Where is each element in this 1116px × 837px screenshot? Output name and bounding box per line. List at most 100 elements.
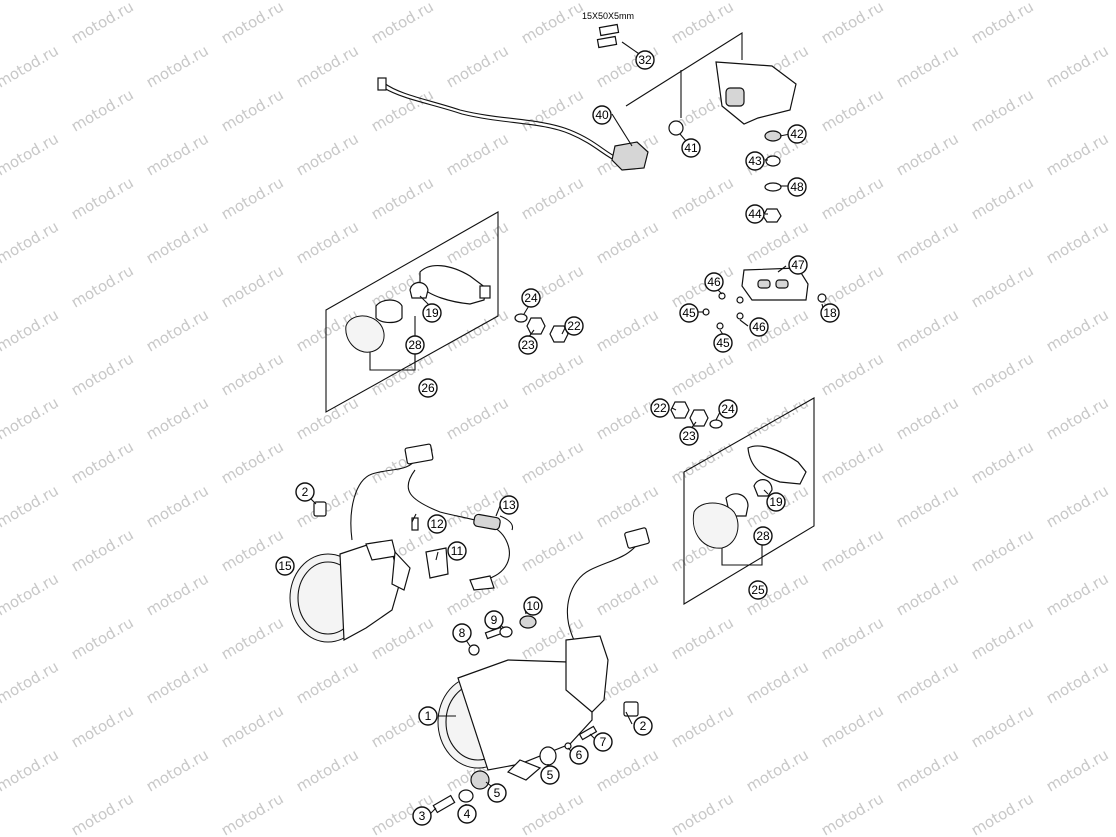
watermark-text: motod.ru <box>0 393 62 443</box>
svg-text:40: 40 <box>595 108 609 122</box>
watermark-text: motod.ru <box>143 393 212 443</box>
svg-text:28: 28 <box>408 338 422 352</box>
watermark-text: motod.ru <box>143 657 212 707</box>
watermark-text: motod.ru <box>143 745 212 795</box>
callout-5-a: 5 <box>540 765 560 785</box>
harness-group: 15X50X5mm <box>377 11 797 223</box>
watermark-text: motod.ru <box>968 173 1037 223</box>
svg-text:23: 23 <box>682 429 696 443</box>
watermark-text: motod.ru <box>1043 393 1112 443</box>
watermark-text: motod.ru <box>893 0 962 3</box>
watermark-text: motod.ru <box>593 217 662 267</box>
callout-40: 40 <box>592 105 612 125</box>
watermark-text: motod.ru <box>368 613 437 663</box>
watermark-text: motod.ru <box>893 393 962 443</box>
callout-12: 12 <box>427 514 447 534</box>
watermark-text: motod.ru <box>293 41 362 91</box>
watermark-text: motod.ru <box>893 657 962 707</box>
watermark-text: motod.ru <box>968 789 1037 837</box>
watermark-text: motod.ru <box>68 437 137 487</box>
turn-signal-right-group <box>670 397 815 605</box>
watermark-text: motod.ru <box>218 85 287 135</box>
svg-text:42: 42 <box>790 127 804 141</box>
dimension-label: 15X50X5mm <box>582 11 634 21</box>
callout-5-b: 5 <box>487 783 507 803</box>
watermark-text: motod.ru <box>293 657 362 707</box>
callout-2-b: 2 <box>633 716 653 736</box>
watermark-text: motod.ru <box>0 41 62 91</box>
watermark-text: motod.ru <box>0 305 62 355</box>
watermark-text: motod.ru <box>1043 481 1112 531</box>
callout-10: 10 <box>523 596 543 616</box>
watermark-text: motod.ru <box>218 613 287 663</box>
watermark-text: motod.ru <box>893 129 962 179</box>
callout-42: 42 <box>787 124 807 144</box>
watermark-text: motod.ru <box>593 481 662 531</box>
watermark-text: motod.ru <box>743 0 812 3</box>
svg-text:2: 2 <box>640 719 647 733</box>
adhesive-pad <box>596 35 618 49</box>
watermark-text: motod.ru <box>143 0 212 3</box>
watermark-text: motod.ru <box>668 349 737 399</box>
svg-text:46: 46 <box>707 275 721 289</box>
callout-23-a: 23 <box>518 335 538 355</box>
callout-48: 48 <box>787 177 807 197</box>
watermark-text: motod.ru <box>668 261 737 311</box>
watermark-text: motod.ru <box>668 701 737 751</box>
svg-text:25: 25 <box>751 583 765 597</box>
svg-text:5: 5 <box>494 786 501 800</box>
svg-text:2: 2 <box>302 485 309 499</box>
svg-text:19: 19 <box>769 495 783 509</box>
watermark-text: motod.ru <box>818 0 887 47</box>
callout-44: 44 <box>745 204 765 224</box>
watermark-text: motod.ru <box>143 305 212 355</box>
watermark-text: motod.ru <box>218 349 287 399</box>
callout-24-a: 24 <box>521 288 541 308</box>
watermark-text: motod.ru <box>668 789 737 837</box>
watermark-text: motod.ru <box>0 569 62 619</box>
callout-25: 25 <box>748 580 768 600</box>
watermark-text: motod.ru <box>818 173 887 223</box>
watermark-text: motod.ru <box>818 525 887 575</box>
watermark-text: motod.ru <box>443 393 512 443</box>
svg-text:13: 13 <box>502 498 516 512</box>
svg-text:43: 43 <box>748 154 762 168</box>
watermark-text: motod.ru <box>818 349 887 399</box>
callout-13: 13 <box>499 495 519 515</box>
watermark-text: motod.ru <box>443 41 512 91</box>
svg-text:12: 12 <box>430 517 444 531</box>
svg-text:23: 23 <box>521 338 535 352</box>
watermark-text: motod.ru <box>68 701 137 751</box>
watermark-text: motod.ru <box>218 173 287 223</box>
watermark-text: motod.ru <box>0 0 62 3</box>
watermark-text: motod.ru <box>368 0 437 47</box>
main-headlight-group <box>432 527 650 814</box>
aux-lamp-left-group <box>289 443 514 643</box>
watermark-text: motod.ru <box>143 217 212 267</box>
callout-19-b: 19 <box>766 492 786 512</box>
svg-text:18: 18 <box>823 306 837 320</box>
watermark-text: motod.ru <box>293 0 362 3</box>
watermark-text: motod.ru <box>68 261 137 311</box>
watermark-text: motod.ru <box>218 701 287 751</box>
callout-45-b: 45 <box>713 333 733 353</box>
watermark-text: motod.ru <box>668 437 737 487</box>
svg-text:22: 22 <box>653 401 667 415</box>
svg-text:47: 47 <box>791 258 805 272</box>
watermark-text: motod.ru <box>293 745 362 795</box>
watermark-text: motod.ru <box>68 85 137 135</box>
watermark-text: motod.ru <box>593 745 662 795</box>
watermark-text: motod.ru <box>893 481 962 531</box>
watermark-text: motod.ru <box>668 613 737 663</box>
callout-46-b: 46 <box>749 317 769 337</box>
svg-text:45: 45 <box>682 306 696 320</box>
svg-text:5: 5 <box>547 768 554 782</box>
watermark-text: motod.ru <box>593 393 662 443</box>
svg-text:19: 19 <box>425 306 439 320</box>
svg-text:46: 46 <box>752 320 766 334</box>
watermark-text: motod.ru <box>0 217 62 267</box>
watermark-text: motod.ru <box>443 217 512 267</box>
watermark-text: motod.ru <box>443 569 512 619</box>
watermark-text: motod.ru <box>0 481 62 531</box>
watermark-text: motod.ru <box>1043 217 1112 267</box>
